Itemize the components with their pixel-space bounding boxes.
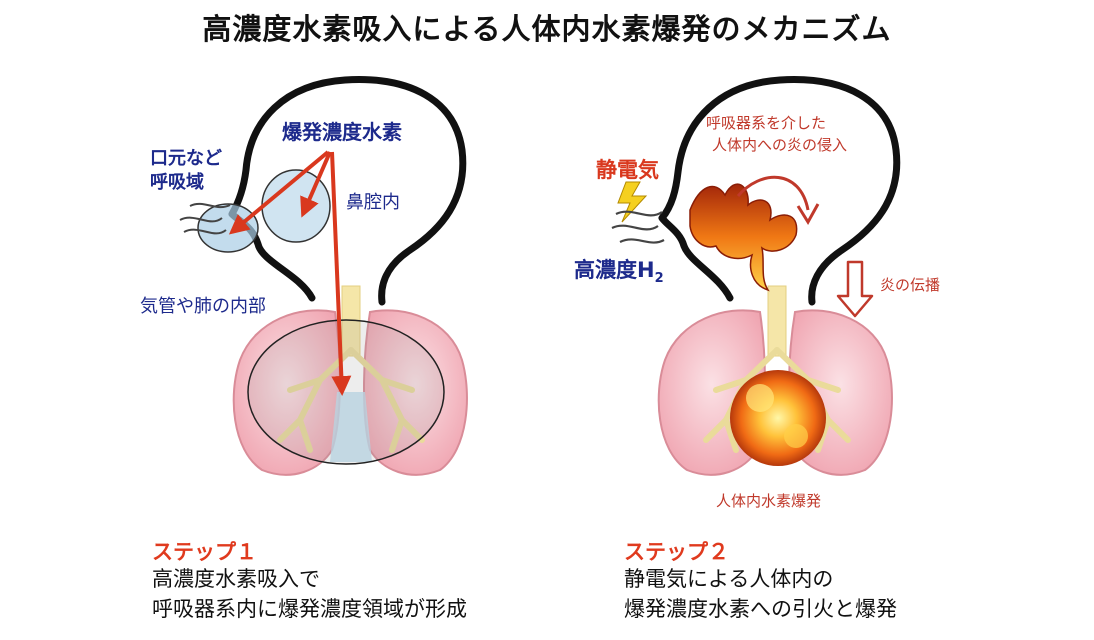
step2-heading: ステップ２ bbox=[624, 540, 729, 564]
page-title: 高濃度水素吸入による人体内水素爆発のメカニズム bbox=[202, 12, 892, 46]
label-high-h2: 高濃度H2 bbox=[574, 254, 664, 286]
label-explosive-hydrogen: 爆発濃度水素 bbox=[282, 120, 402, 144]
step2-line2: 爆発濃度水素への引火と爆発 bbox=[624, 597, 897, 621]
label-mouth-line2: 呼吸域 bbox=[150, 172, 204, 193]
label-invasion-line1: 呼吸器系を介した bbox=[706, 114, 827, 132]
lightning-icon bbox=[617, 181, 648, 223]
explosion-fireball bbox=[730, 370, 826, 466]
label-high-h2-main: 高濃度H bbox=[574, 258, 655, 282]
right-breath-wisps bbox=[611, 210, 665, 244]
label-mouth-line1: 口元など bbox=[150, 148, 222, 169]
label-invasion-line2: 人体内への炎の侵入 bbox=[712, 136, 848, 154]
right-head-silhouette bbox=[658, 76, 901, 306]
left-lungs bbox=[232, 285, 468, 476]
step1-line1: 高濃度水素吸入で bbox=[152, 567, 320, 591]
invasion-arrow bbox=[736, 175, 820, 225]
step1-heading: ステップ１ bbox=[152, 540, 257, 564]
label-nasal: 鼻腔内 bbox=[346, 192, 400, 213]
step1-line2: 呼吸器系内に爆発濃度領域が形成 bbox=[152, 597, 467, 621]
label-propagation: 炎の伝播 bbox=[880, 276, 941, 294]
step2-line1: 静電気による人体内の bbox=[624, 567, 834, 591]
propagation-arrow bbox=[836, 260, 874, 318]
head-flame bbox=[689, 183, 798, 292]
label-internal-explosion: 人体内水素爆発 bbox=[716, 492, 822, 510]
label-trachea-lungs: 気管や肺の内部 bbox=[140, 296, 266, 317]
label-static: 静電気 bbox=[596, 158, 659, 182]
left-arrows bbox=[228, 150, 352, 396]
label-high-h2-subscript: 2 bbox=[654, 271, 664, 287]
